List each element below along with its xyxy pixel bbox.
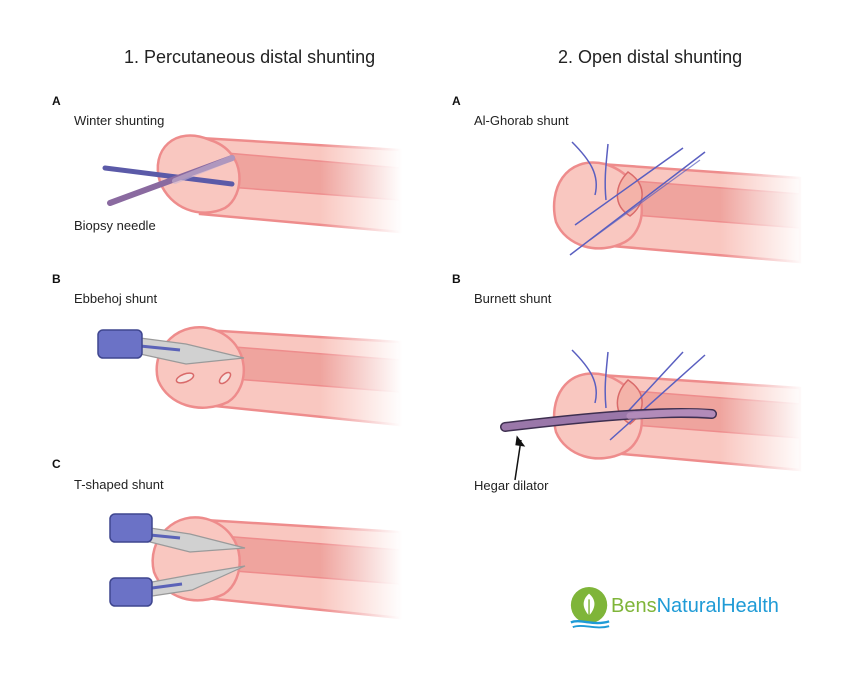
illustration-ebbehoj-shunt [97,322,402,432]
dilator-pointer-line [514,439,522,481]
illustration-t-shaped-shunt [109,512,402,624]
panel-letter-1c: C [52,457,61,471]
t-handle-lower [109,577,153,607]
column-title-percutaneous: 1. Percutaneous distal shunting [124,47,376,67]
column-title-open: 2. Open distal shunting [558,47,743,67]
leaf-logo-icon [570,586,610,629]
brand-part1: Bens [611,595,657,617]
brand-part2: NaturalHealth [656,595,779,617]
label-al-ghorab-shunt: Al-Ghorab shunt [474,113,569,128]
panel-letter-2b: B [452,272,461,286]
label-burnett-shunt: Burnett shunt [474,291,552,306]
label-biopsy-needle: Biopsy needle [74,218,156,233]
illustration-al-ghorab-shunt [552,141,805,268]
panel-letter-1a: A [52,94,61,108]
label-ebbehoj-shunt: Ebbehoj shunt [74,291,158,306]
brand-logo-text: BensNaturalHealth [611,595,779,618]
panel-letter-1b: B [52,272,61,286]
panel-letter-2a: A [452,94,461,108]
t-handle-upper [109,513,153,543]
label-hegar-dilator: Hegar dilator [474,478,549,493]
scalpel-handle [97,329,143,359]
illustration-burnett-shunt [500,349,805,481]
illustration-winter-shunting [102,130,402,240]
label-winter-shunting: Winter shunting [74,113,165,128]
label-t-shaped-shunt: T-shaped shunt [74,477,164,492]
winter-needle-1 [102,165,235,187]
